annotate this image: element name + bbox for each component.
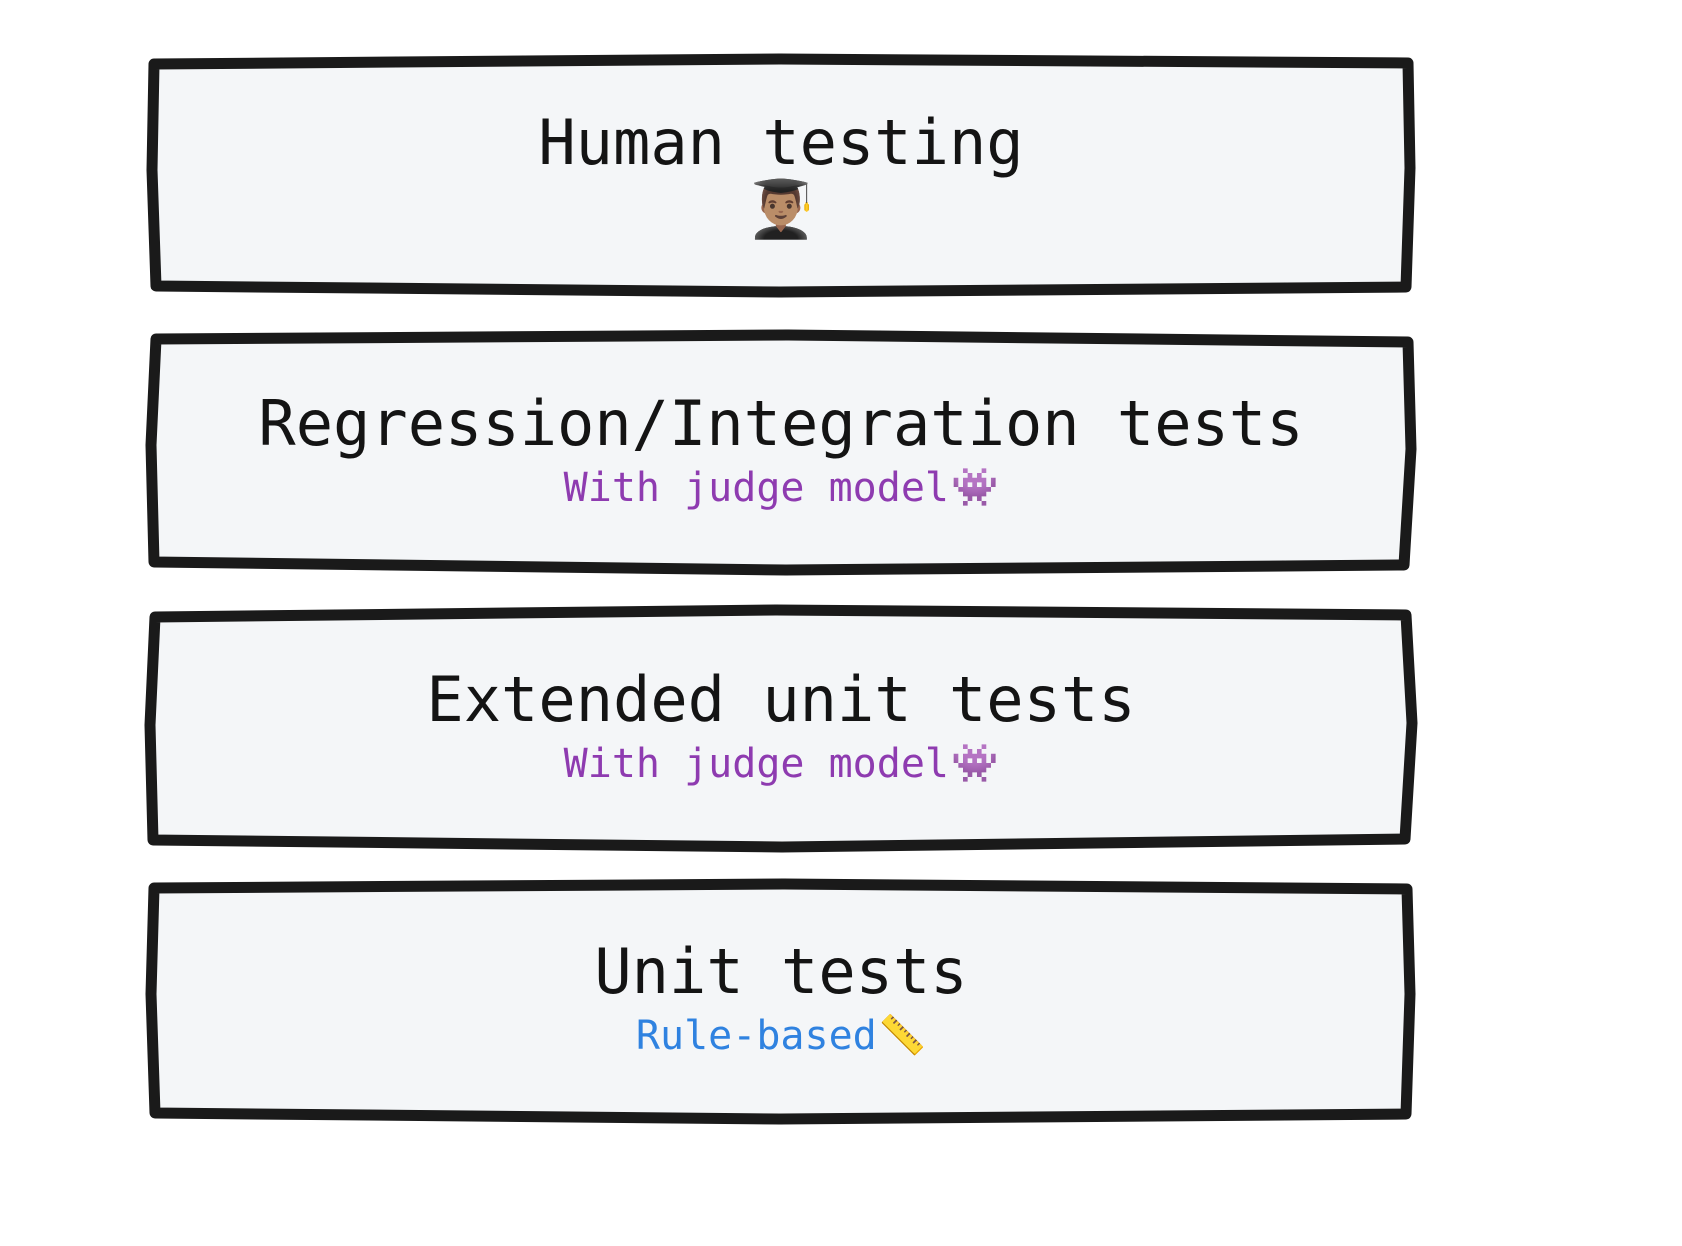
layer-title: Extended unit tests bbox=[426, 663, 1136, 737]
layer-title: Human testing bbox=[538, 106, 1024, 180]
layer-subtitle-row: With judge model 👾 bbox=[564, 741, 999, 787]
layer-box-extended-unit-tests[interactable]: Extended unit tests With judge model 👾 bbox=[144, 604, 1418, 853]
layer-subtitle: With judge model bbox=[563, 740, 949, 787]
box-content: Human testing 👨🏽‍🎓 bbox=[152, 60, 1410, 288]
alien-monster-emoji: 👾 bbox=[950, 464, 999, 509]
graduate-person-emoji: 👨🏽‍🎓 bbox=[746, 176, 816, 242]
layer-box-unit-tests[interactable]: Unit tests Rule-based 📏 bbox=[145, 878, 1416, 1125]
layer-box-regression-integration-tests[interactable]: Regression/Integration tests With judge … bbox=[145, 329, 1417, 576]
layer-subtitle: Rule-based bbox=[635, 1012, 877, 1059]
box-content: Unit tests Rule-based 📏 bbox=[152, 885, 1410, 1113]
layer-title: Unit tests bbox=[594, 935, 968, 1009]
layer-subtitle-row: Rule-based 📏 bbox=[636, 1013, 926, 1059]
box-content: Regression/Integration tests With judge … bbox=[152, 337, 1410, 565]
layer-subtitle: With judge model bbox=[563, 464, 949, 511]
alien-monster-emoji: 👾 bbox=[950, 740, 999, 785]
layer-box-human-testing[interactable]: Human testing 👨🏽‍🎓 bbox=[146, 53, 1416, 298]
layer-title: Regression/Integration tests bbox=[258, 387, 1304, 461]
straight-ruler-emoji: 📏 bbox=[878, 1012, 927, 1057]
layer-subtitle-row: With judge model 👾 bbox=[564, 465, 999, 511]
box-content: Extended unit tests With judge model 👾 bbox=[152, 613, 1410, 841]
